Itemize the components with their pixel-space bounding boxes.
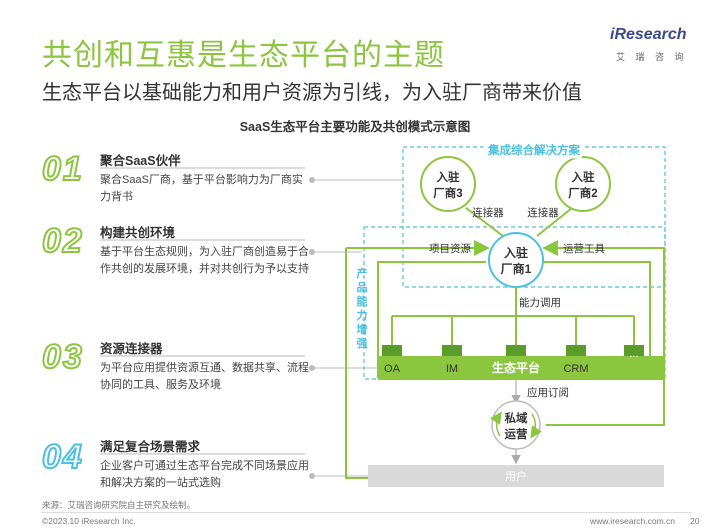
feature-number-01: 01 (41, 149, 84, 189)
project-resource-label: 项目资源 (429, 242, 471, 255)
iresearch-logo: iResearch 艾 瑞 咨 询 (610, 26, 692, 66)
user-bar (368, 465, 664, 487)
vendor2-circle (555, 156, 611, 212)
module-oa-label: OA (384, 363, 401, 375)
solution-dashed-box (402, 146, 666, 288)
private-ops-label-2: 运营 (505, 427, 528, 441)
page-number: 20 (690, 516, 700, 526)
footer-divider (42, 512, 692, 513)
module-blocks (382, 345, 644, 356)
module-im-label: IM (446, 363, 458, 375)
connector-left-label: 连接器 (472, 206, 504, 219)
feature-number-02: 02 (41, 221, 84, 261)
svg-text:力: 力 (357, 308, 368, 322)
feature-number-03: 03 (41, 337, 84, 377)
svg-text:强: 强 (357, 337, 368, 350)
connector-right-label: 连接器 (527, 206, 559, 219)
module-crm-label: CRM (563, 363, 588, 375)
svg-text:能: 能 (357, 294, 368, 308)
feature-divider-03 (100, 355, 305, 357)
feature-divider-02 (100, 239, 305, 241)
feature-desc-02: 基于平台生态规则，为入驻厂商创造易于合作共创的发展环境，并对共创行为予以支持 (100, 246, 309, 275)
feature-connector-lines (309, 177, 402, 479)
vendor2-label-2: 厂商2 (568, 186, 597, 200)
source-note: 来源：艾瑞咨询研究院自主研究及绘制。 (42, 500, 196, 510)
private-ops-label-1: 私域 (505, 411, 528, 425)
copyright: ©2023.10 iResearch Inc. (42, 516, 136, 526)
vendor1-label-2: 厂商1 (501, 261, 532, 276)
vendor1-circle (488, 232, 544, 288)
vendor3-label-2: 厂商3 (433, 186, 462, 200)
feature-divider-01 (100, 167, 305, 169)
enhance-vertical-label: 产 品 能 力 增 强 (357, 266, 368, 350)
page-subtitle: 生态平台以基础能力和用户资源为引线，为入驻厂商带来价值 (42, 82, 582, 104)
app-subscribe-label: 应用订阅 (527, 386, 569, 399)
feature-desc-04: 企业客户可通过生态平台完成不同场景应用和解决方案的一站式选购 (100, 460, 309, 489)
feature-number-04: 04 (41, 437, 84, 477)
logo-text: iResearch (610, 26, 687, 43)
private-ops-loop-line (542, 240, 665, 426)
capability-call-label: 能力调用 (519, 296, 561, 309)
svg-text:品: 品 (357, 281, 368, 294)
enhance-loop-line (345, 248, 368, 479)
svg-text:增: 增 (357, 322, 368, 336)
website-url[interactable]: www.iresearch.com.cn (590, 516, 676, 526)
vendor3-label-1: 入驻 (437, 170, 460, 184)
ops-tool-label: 运营工具 (563, 242, 605, 255)
solution-label: 集成综合解决方案 (487, 143, 580, 157)
feature-title-03: 资源连接器 (100, 342, 163, 356)
page-title: 共创和互惠是生态平台的主题 (42, 39, 445, 72)
feature-title-02: 构建共创环境 (100, 226, 176, 240)
platform-bar (378, 356, 664, 380)
feature-title-01: 聚合SaaS伙伴 (100, 154, 181, 168)
diagram-title: SaaS生态平台主要功能及共创模式示意图 (239, 120, 471, 134)
feature-divider-04 (100, 453, 305, 455)
module-more-label: ... (629, 348, 638, 360)
feature-desc-01: 聚合SaaS厂商，基于平台影响力为厂商实力背书 (100, 174, 303, 203)
vendor1-label-1: 入驻 (504, 245, 528, 260)
svg-text:产: 产 (357, 266, 368, 280)
feature-title-04: 满足复合场景需求 (100, 440, 201, 454)
logo-cn-text: 艾 瑞 咨 询 (616, 52, 688, 62)
capability-enhance-frame (377, 261, 651, 378)
user-label: 用户 (505, 469, 527, 483)
feature-desc-03: 为平台应用提供资源互通、数据共享、流程协同的工具、服务及环境 (100, 362, 309, 391)
private-ops-circle (491, 400, 541, 450)
platform-label: 生态平台 (492, 360, 540, 375)
module-stems (391, 316, 635, 345)
vendor2-label-1: 入驻 (572, 170, 595, 184)
vendor3-circle (420, 156, 476, 212)
